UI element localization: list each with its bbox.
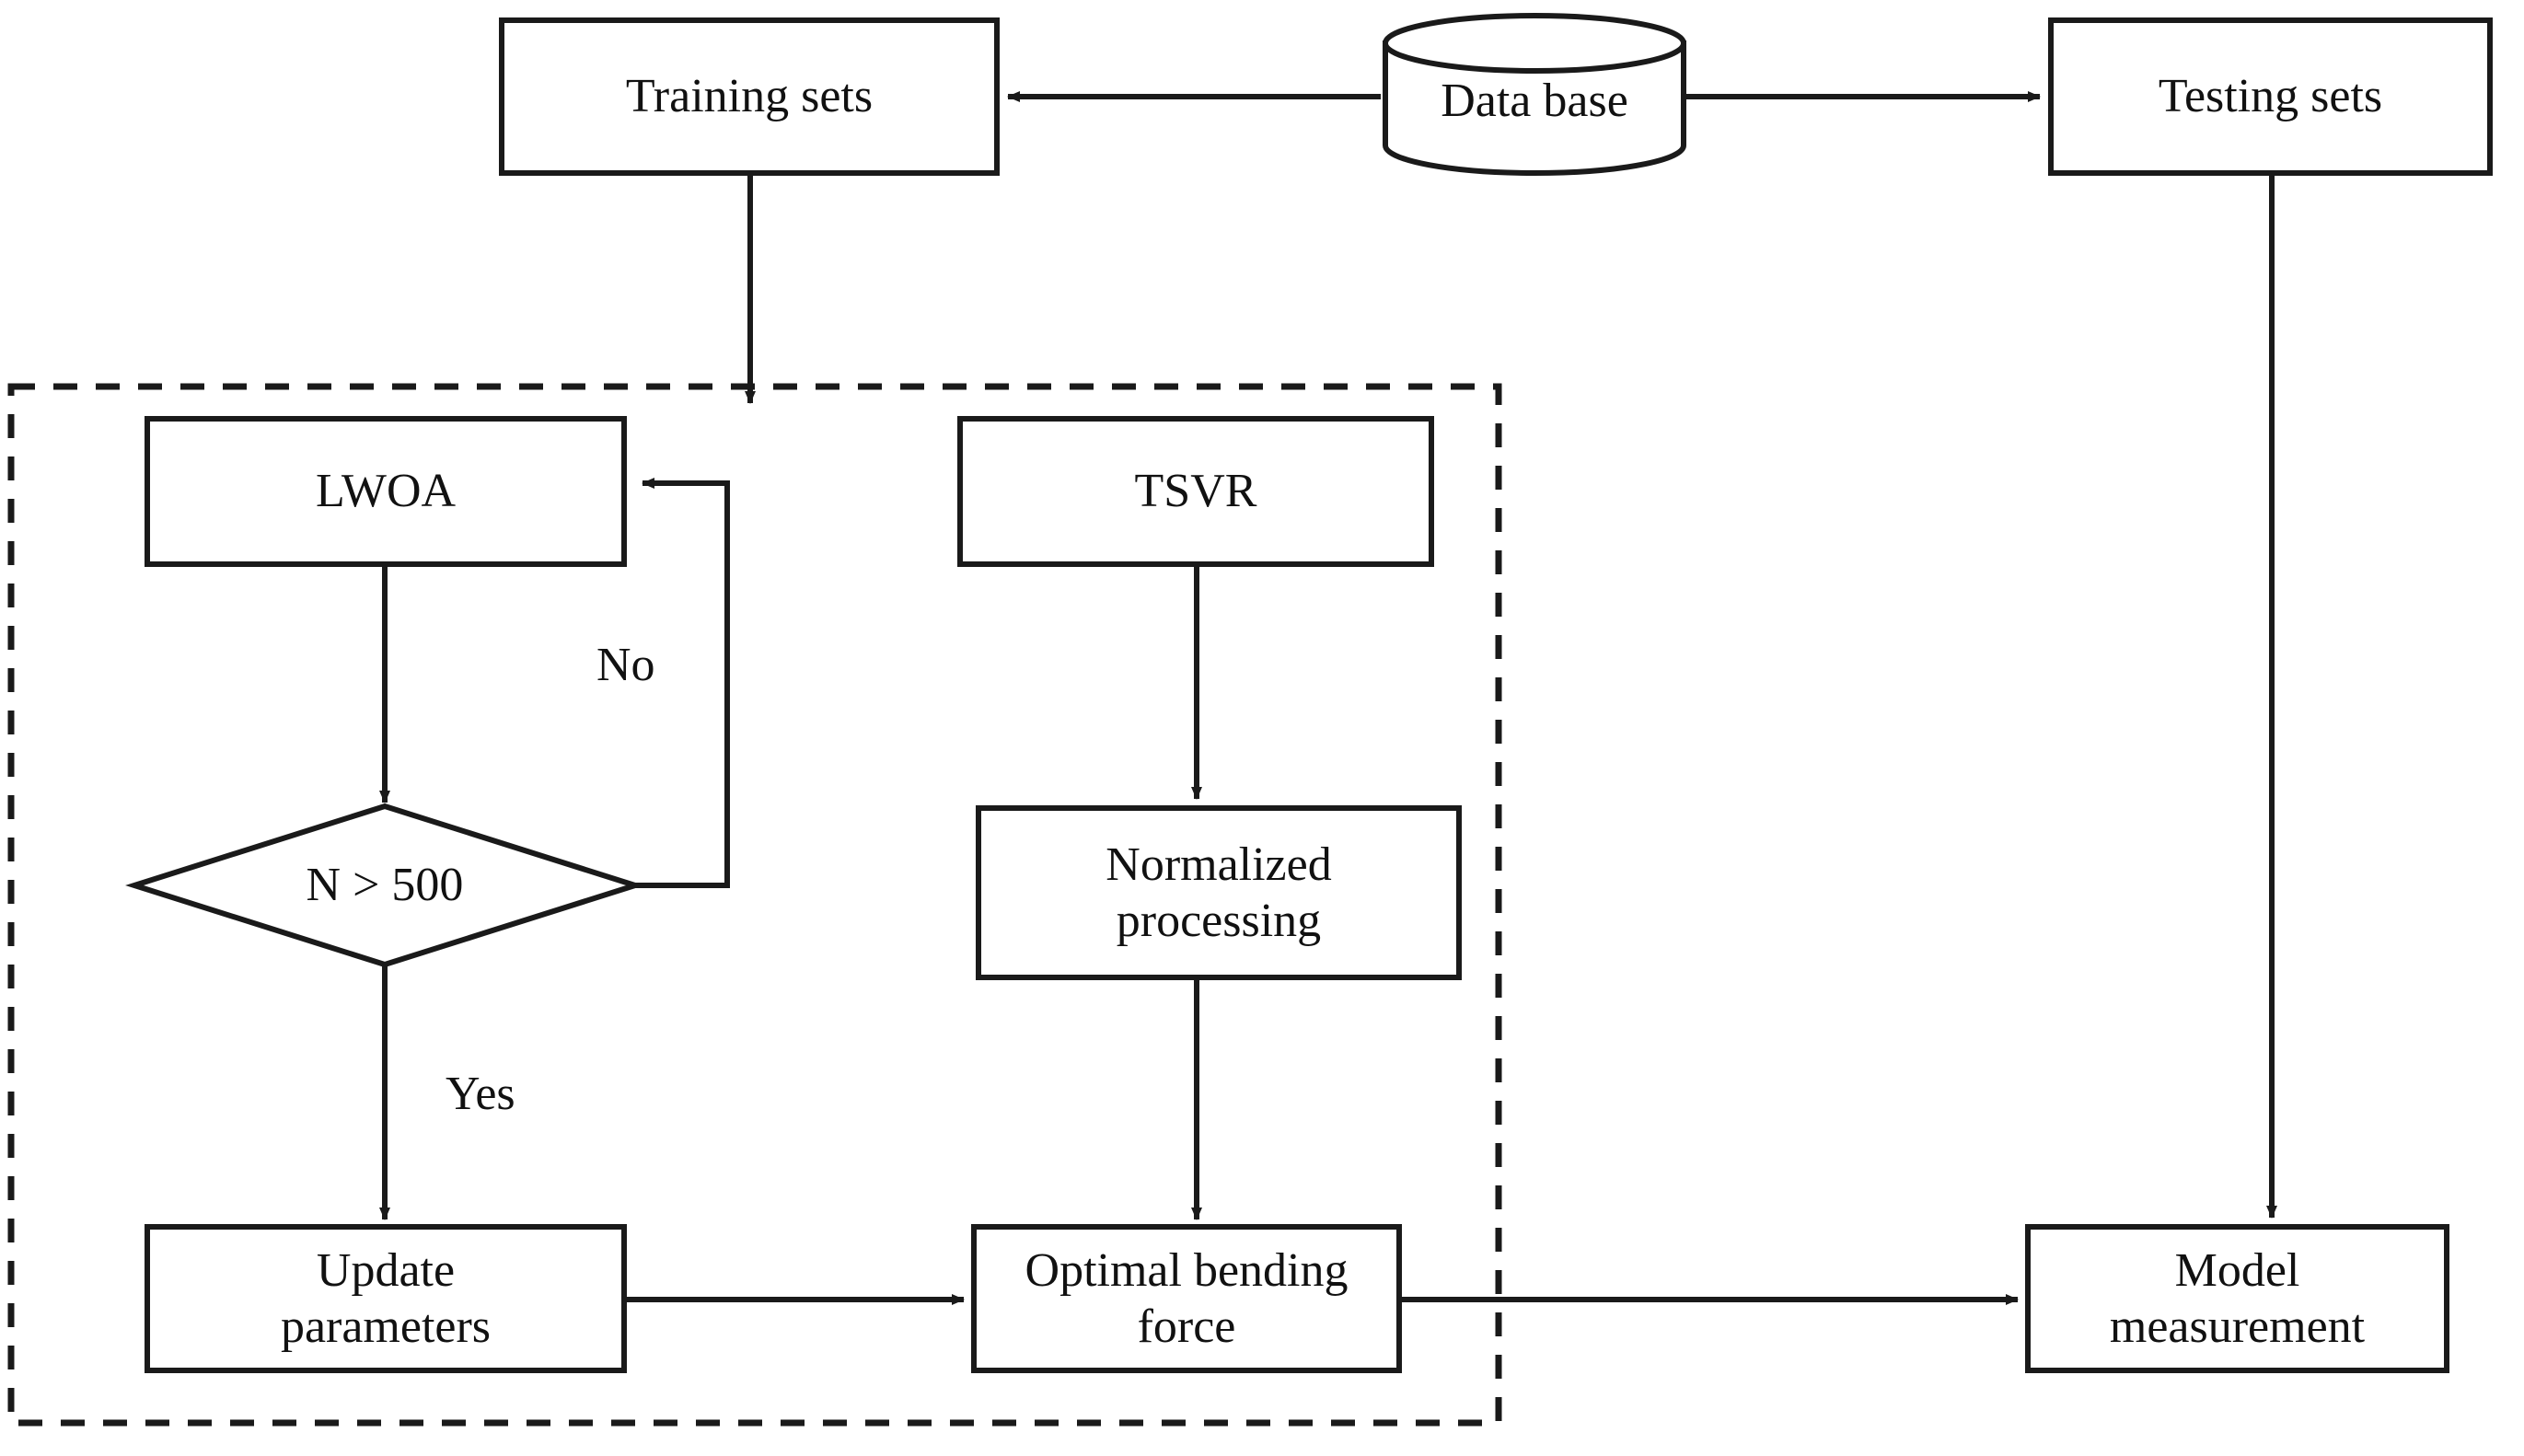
edge-label-yes: Yes [446, 1068, 515, 1120]
node-training-sets[interactable] [499, 17, 1000, 176]
edge-decision-no-loop [635, 478, 730, 888]
node-testing-sets[interactable] [2048, 17, 2493, 176]
edge-label-no: No [596, 639, 655, 691]
node-tsvr[interactable] [957, 416, 1434, 567]
node-model-measurement[interactable] [2025, 1224, 2449, 1373]
node-data-base[interactable] [1383, 13, 1686, 176]
node-optimal-bending-force[interactable] [971, 1224, 1402, 1373]
node-decision-n-gt-500[interactable] [125, 803, 644, 968]
node-lwoa[interactable] [145, 416, 627, 567]
node-normalized-processing[interactable] [976, 805, 1462, 980]
dashed-group-boundary [7, 383, 1502, 1427]
node-update-parameters[interactable] [145, 1224, 627, 1373]
